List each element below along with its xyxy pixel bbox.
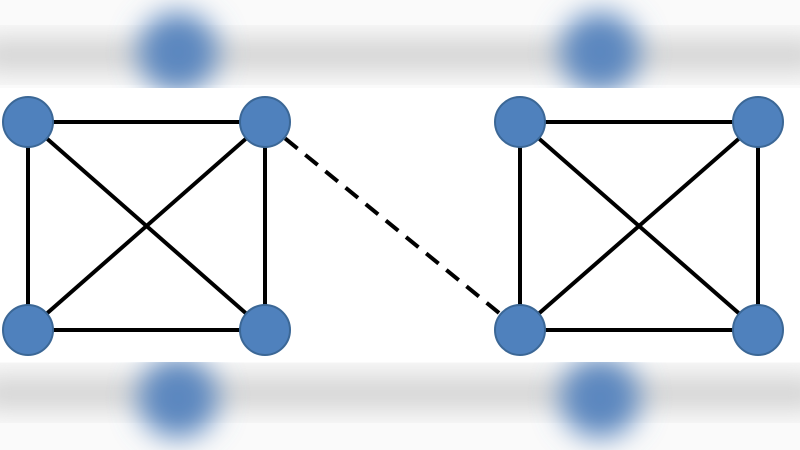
graph-node (732, 96, 784, 148)
diagram-canvas (0, 88, 800, 362)
graph-node (494, 96, 546, 148)
blurred-top-band (0, 0, 800, 92)
graph-node (732, 304, 784, 356)
graph-node (2, 304, 54, 356)
edge (26, 120, 267, 332)
edge (518, 120, 760, 332)
blurred-bottom-band (0, 358, 800, 450)
dashed-edge (263, 120, 522, 332)
graph-node (2, 96, 54, 148)
graph-node (239, 304, 291, 356)
graph-node (494, 304, 546, 356)
graph-node (239, 96, 291, 148)
